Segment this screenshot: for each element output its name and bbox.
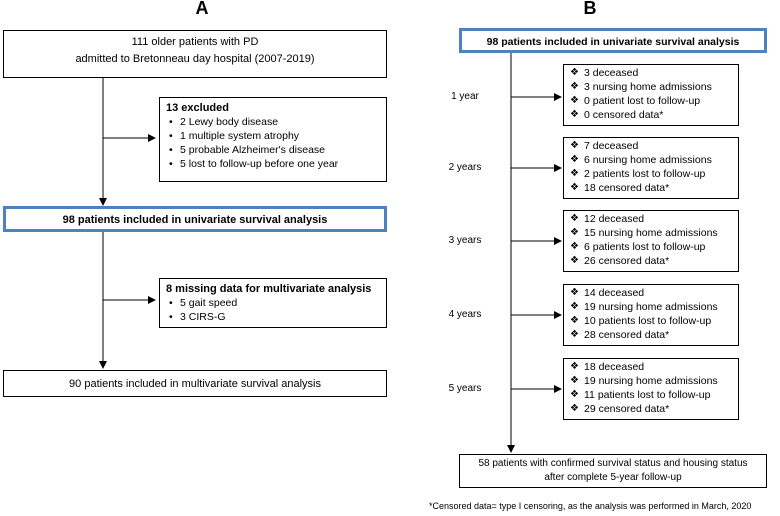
list-item: ❖29 censored data*	[570, 403, 670, 415]
list-item: ❖28 censored data*	[570, 329, 670, 341]
list-item: ❖14 deceased	[570, 287, 645, 299]
list-item: •5 gait speed	[169, 297, 238, 309]
list-item: ❖7 deceased	[570, 140, 639, 152]
box-initial-patients: 111 older patients with PD admitted to B…	[3, 30, 387, 78]
year-label-4: 4 years	[448, 309, 482, 320]
list-item: ❖11 patients lost to follow-up	[570, 389, 711, 401]
list-item: ❖18 censored data*	[570, 182, 670, 194]
list-item: ❖3 deceased	[570, 67, 639, 79]
panel-a-label: A	[195, 0, 209, 18]
year-1-list: ❖3 deceased ❖3 nursing home admissions ❖…	[568, 66, 734, 122]
year-label-3: 3 years	[448, 235, 482, 246]
initial-patients-line2: admitted to Bretonneau day hospital (200…	[75, 53, 315, 65]
panel-b-label: B	[583, 0, 597, 18]
box-year-4: ❖14 deceased ❖19 nursing home admissions…	[563, 284, 739, 346]
box-year-1: ❖3 deceased ❖3 nursing home admissions ❖…	[563, 64, 739, 126]
box-year-2: ❖7 deceased ❖6 nursing home admissions ❖…	[563, 137, 739, 199]
box-excluded: 13 excluded •2 Lewy body disease •1 mult…	[159, 97, 387, 182]
list-item: ❖6 nursing home admissions	[570, 154, 712, 166]
year-3-list: ❖12 deceased ❖15 nursing home admissions…	[568, 212, 734, 268]
list-item: •1 multiple system atrophy	[169, 130, 300, 142]
list-item: •3 CIRS-G	[169, 311, 226, 323]
list-item: •5 lost to follow-up before one year	[169, 158, 339, 170]
list-item: ❖18 deceased	[570, 361, 645, 373]
list-item: ❖0 patient lost to follow-up	[570, 95, 701, 107]
list-item: ❖12 deceased	[570, 213, 645, 225]
final-patients-line2: after complete 5-year follow-up	[544, 472, 682, 483]
initial-patients-line1: 111 older patients with PD	[131, 36, 259, 48]
missing-data-title: 8 missing data for multivariate analysis	[166, 283, 372, 295]
list-item: ❖19 nursing home admissions	[570, 301, 718, 313]
missing-data-list: •5 gait speed •3 CIRS-G	[166, 296, 380, 324]
list-item: •2 Lewy body disease	[169, 116, 279, 128]
excluded-list: •2 Lewy body disease •1 multiple system …	[166, 115, 380, 171]
list-item: ❖6 patients lost to follow-up	[570, 241, 706, 253]
box-univariate-b: 98 patients included in univariate survi…	[459, 28, 767, 53]
final-patients-line1: 58 patients with confirmed survival stat…	[478, 458, 748, 469]
year-label-5: 5 years	[448, 383, 482, 394]
list-item: ❖15 nursing home admissions	[570, 227, 718, 239]
year-label-2: 2 years	[448, 162, 482, 173]
footnote: *Censored data= type I censoring, as the…	[429, 501, 752, 511]
list-item: ❖26 censored data*	[570, 255, 670, 267]
year-label-1: 1 year	[451, 91, 479, 102]
box-year-5: ❖18 deceased ❖19 nursing home admissions…	[563, 358, 739, 420]
list-item: ❖0 censored data*	[570, 109, 664, 121]
box-missing-data: 8 missing data for multivariate analysis…	[159, 278, 387, 328]
box-year-3: ❖12 deceased ❖15 nursing home admissions…	[563, 210, 739, 272]
excluded-title: 13 excluded	[166, 102, 229, 114]
list-item: ❖3 nursing home admissions	[570, 81, 712, 93]
list-item: •5 probable Alzheimer's disease	[169, 144, 326, 156]
year-4-list: ❖14 deceased ❖19 nursing home admissions…	[568, 286, 734, 342]
list-item: ❖2 patients lost to follow-up	[570, 168, 706, 180]
year-5-list: ❖18 deceased ❖19 nursing home admissions…	[568, 360, 734, 416]
box-final-patients: 58 patients with confirmed survival stat…	[459, 454, 767, 488]
list-item: ❖19 nursing home admissions	[570, 375, 718, 387]
year-2-list: ❖7 deceased ❖6 nursing home admissions ❖…	[568, 139, 734, 195]
box-univariate-a: 98 patients included in univariate survi…	[3, 206, 387, 232]
box-multivariate: 90 patients included in multivariate sur…	[3, 370, 387, 397]
list-item: ❖10 patients lost to follow-up	[570, 315, 712, 327]
